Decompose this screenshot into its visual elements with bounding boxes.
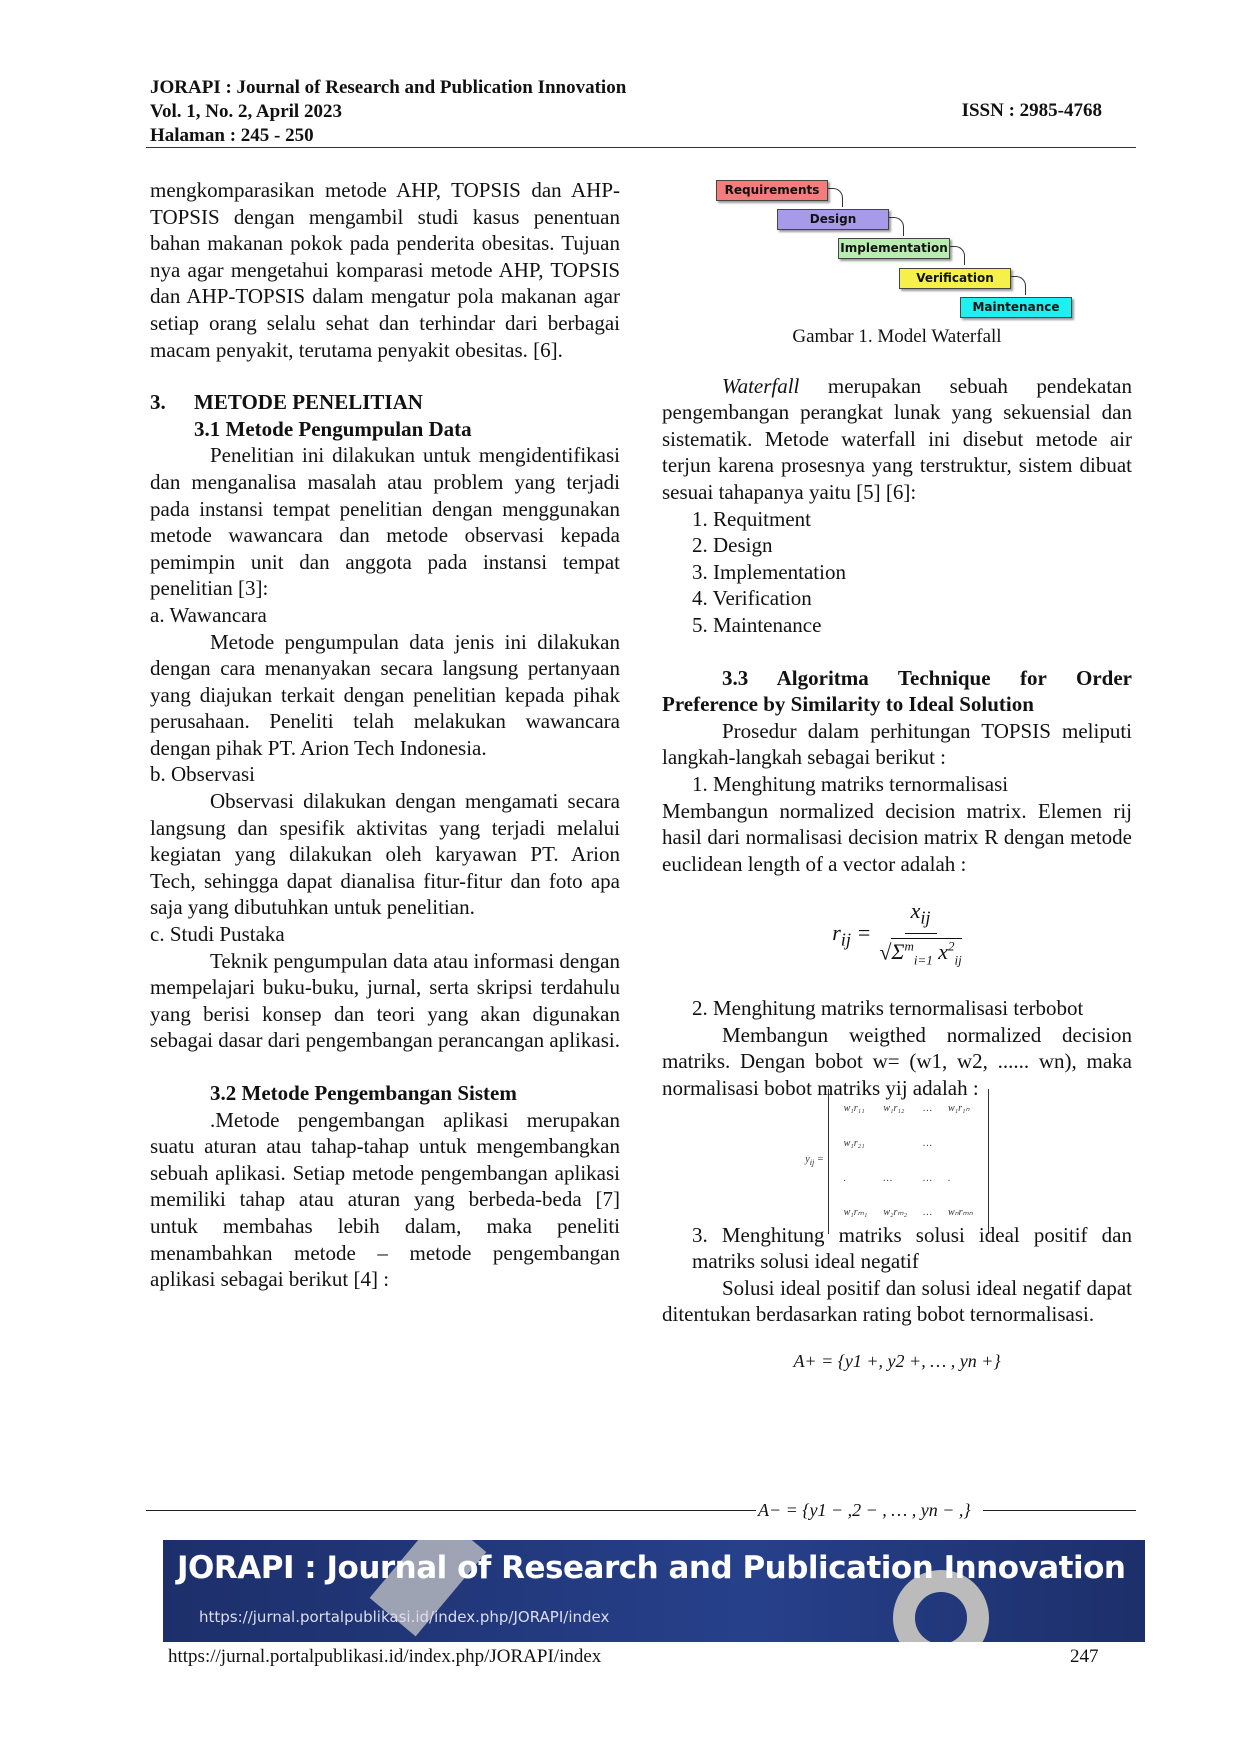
footer-url[interactable]: https://jurnal.portalpublikasi.id/index.… bbox=[168, 1646, 602, 1667]
banner-url: https://jurnal.portalpublikasi.id/index.… bbox=[199, 1608, 610, 1626]
subsection-heading: 3.2 Metode Pengembangan Sistem bbox=[210, 1081, 517, 1105]
list-item: 3. Implementation bbox=[692, 559, 846, 584]
waterfall-list: 1. Requitment 2. Design 3. Implementatio… bbox=[662, 506, 1132, 639]
subsection-heading: 3.1 Metode Pengumpulan Data bbox=[194, 416, 472, 441]
left-column: mengkomparasikan metode AHP, TOPSIS dan … bbox=[150, 177, 620, 1293]
header-rule bbox=[146, 147, 1136, 148]
equation-normalization: rij = xij √Σmi=1 x2ij bbox=[832, 898, 962, 968]
equation-a-minus: A− = {y1 − ,2 − , … , yn − ,} bbox=[758, 1500, 971, 1520]
paragraph: Waterfall merupakan sebuah pendekatan pe… bbox=[662, 373, 1132, 504]
arrow-icon bbox=[1011, 276, 1026, 295]
arrow-icon bbox=[889, 217, 904, 236]
paragraph: Metode pengumpulan data jenis ini dilaku… bbox=[150, 629, 620, 760]
step: 1. Menghitung matriks ternormalisasi bbox=[692, 771, 1009, 796]
page-range: Halaman : 245 - 250 bbox=[150, 125, 314, 146]
running-header: JORAPI : Journal of Research and Publica… bbox=[150, 76, 626, 148]
arrow-icon bbox=[950, 246, 965, 265]
box-maintenance: Maintenance bbox=[960, 297, 1072, 318]
journal-name: JORAPI : Journal of Research and Publica… bbox=[150, 77, 627, 98]
step: 3. Menghitung matriks solusi ideal posit… bbox=[692, 1222, 1132, 1274]
subsection-heading: 3.3 Algoritma Technique for Order Prefer… bbox=[662, 665, 1132, 717]
box-design: Design bbox=[777, 209, 889, 230]
figure-caption: Gambar 1. Model Waterfall bbox=[792, 326, 1002, 347]
list-label: b. Observasi bbox=[150, 762, 255, 787]
volume: Vol. 1, No. 2, April 2023 bbox=[150, 101, 342, 122]
box-implementation: Implementation bbox=[838, 238, 950, 259]
issn: ISSN : 2985-4768 bbox=[961, 100, 1102, 121]
paragraph: Observasi dilakukan dengan mengamati sec… bbox=[150, 789, 620, 920]
waterfall-figure: Requirements Design Implementation Verif… bbox=[662, 178, 1132, 318]
paragraph: .Metode pengembangan aplikasi merupakan … bbox=[150, 1107, 620, 1292]
equation-a-plus: A+ = {y1 +, y2 +, … , yn +} bbox=[793, 1351, 1001, 1372]
arrow-icon bbox=[828, 188, 843, 207]
paragraph: Teknik pengumpulan data atau informasi d… bbox=[150, 948, 620, 1053]
list-item: 2. Design bbox=[692, 533, 773, 558]
paragraph: Membangun normalized decision matrix. El… bbox=[662, 798, 1132, 876]
paragraph: Penelitian ini dilakukan untuk mengident… bbox=[150, 443, 620, 601]
list-item: 4. Verification bbox=[692, 586, 812, 611]
journal-banner: JORAPI : Journal of Research and Publica… bbox=[163, 1540, 1145, 1642]
box-verification: Verification bbox=[899, 268, 1011, 289]
list-item: 5. Maintenance bbox=[692, 612, 822, 637]
box-requirements: Requirements bbox=[716, 180, 828, 201]
equation-a-minus-row: A− = {y1 − ,2 − , … , yn − ,} bbox=[146, 1500, 1136, 1521]
banner-title: JORAPI : Journal of Research and Publica… bbox=[177, 1550, 1126, 1586]
step: 2. Menghitung matriks ternormalisasi ter… bbox=[692, 996, 1084, 1021]
section-heading: 3.METODE PENELITIAN bbox=[150, 390, 423, 415]
list-label: c. Studi Pustaka bbox=[150, 922, 285, 947]
page-number: 247 bbox=[1070, 1646, 1099, 1667]
paragraph: Membangun weigthed normalized decision m… bbox=[662, 1022, 1132, 1101]
list-item: 1. Requitment bbox=[692, 506, 811, 531]
paragraph: Prosedur dalam perhitungan TOPSIS melipu… bbox=[662, 718, 1132, 770]
paragraph: Solusi ideal positif dan solusi ideal ne… bbox=[662, 1275, 1132, 1327]
footer-rule bbox=[146, 1510, 756, 1511]
list-label: a. Wawancara bbox=[150, 602, 267, 627]
footer-rule bbox=[982, 1510, 1136, 1511]
right-column: Requirements Design Implementation Verif… bbox=[662, 178, 1132, 1375]
paragraph: mengkomparasikan metode AHP, TOPSIS dan … bbox=[150, 178, 620, 362]
